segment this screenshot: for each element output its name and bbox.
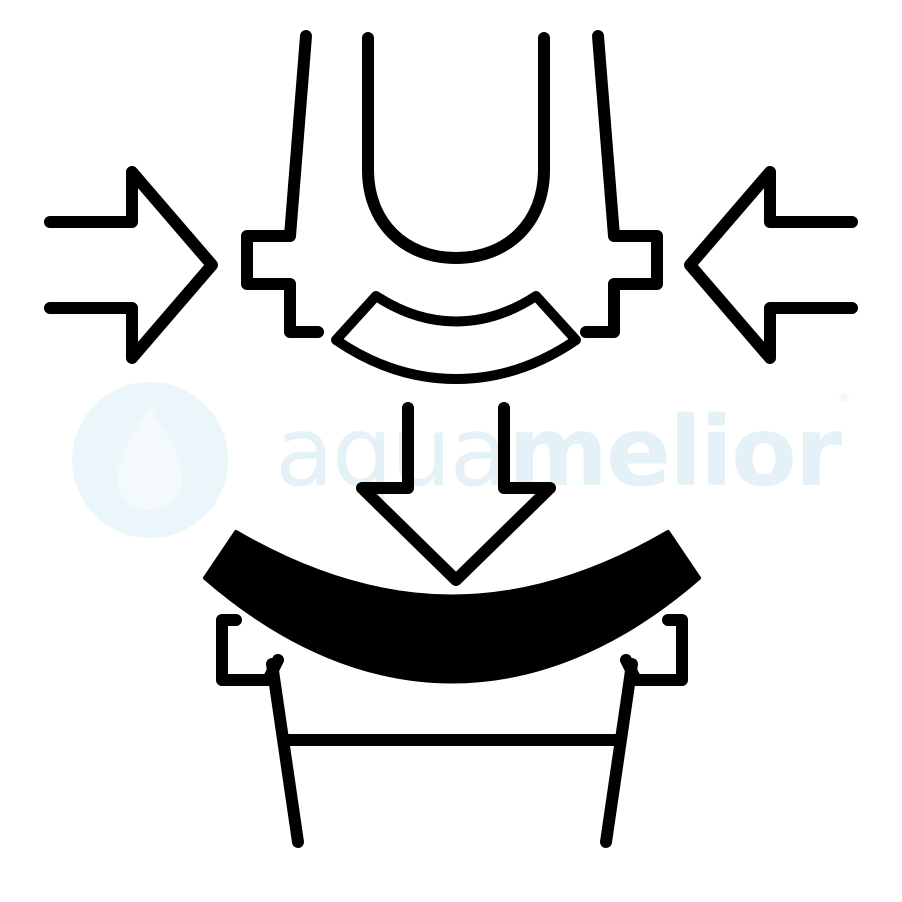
clip-holder-icon [241, 30, 663, 384]
watermark: aqua melior ® [72, 382, 850, 538]
arrow-down-icon [356, 402, 556, 586]
watermark-text-bold: melior [508, 396, 843, 508]
mount-base-icon [216, 614, 688, 848]
arrow-right-icon [44, 166, 218, 364]
water-drop-logo-icon [72, 382, 228, 538]
arrow-left-icon [684, 166, 858, 364]
watermark-registered-mark: ® [838, 391, 850, 405]
curved-filter-icon [203, 530, 701, 684]
